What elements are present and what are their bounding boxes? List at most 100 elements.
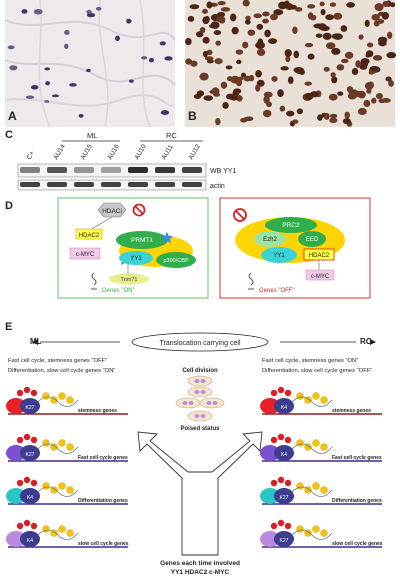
nucleus-b	[204, 56, 214, 61]
p300-blob	[156, 252, 196, 268]
nucleus-a	[160, 110, 170, 116]
nucleus-b	[269, 13, 278, 21]
eed-label: EED	[306, 237, 319, 243]
nucleus-b	[189, 4, 200, 10]
nucleus-b	[366, 42, 374, 48]
rc-title: RC	[360, 337, 372, 346]
group-rc-label: RC	[166, 131, 177, 140]
nucleus-b	[215, 117, 221, 126]
nucleus-b	[329, 117, 338, 123]
nucleus-b	[236, 95, 243, 102]
nucleus-b	[357, 107, 367, 115]
yy1-blob-right	[261, 247, 297, 263]
cell-nucleus	[200, 414, 206, 418]
nucleus-b	[330, 72, 336, 78]
nucleus-b	[215, 40, 221, 46]
translocation-cell-ellipse	[131, 332, 269, 352]
nucleus-b	[210, 21, 220, 29]
acetyl-mark	[312, 525, 320, 533]
nucleus-b	[358, 34, 364, 40]
methyl-mark	[277, 476, 285, 484]
nucleus-b	[220, 81, 228, 89]
nucleus-b	[247, 29, 256, 36]
nucleus-b	[229, 13, 237, 22]
gene-row-label: stemness genes	[332, 408, 371, 414]
histone-mark-label: K4	[281, 452, 287, 458]
methyl-mark	[30, 479, 38, 487]
nucleus-a	[64, 43, 69, 49]
lane-label: AU16	[107, 143, 121, 161]
actin-band	[47, 182, 67, 187]
lane-label: C+	[26, 150, 36, 161]
ml-line-1: Fast cell cycle, stemness genes "OFF"	[8, 358, 107, 364]
hdaci-label: HDACi	[102, 208, 122, 215]
nucleus-b	[381, 12, 390, 20]
acetyl-mark	[304, 529, 312, 537]
nucleus-b	[359, 64, 368, 70]
nucleosome-icon	[6, 488, 26, 504]
genes-on-diagram: HDACi HDAC2 PRMT1 c-MYC YY1 p300/CBP Tri…	[57, 197, 209, 299]
nucleus-b	[199, 27, 206, 34]
panel-d-label: D	[5, 200, 13, 212]
gene-row-label: slow cell cycle genes	[78, 541, 129, 547]
nucleus-b	[387, 31, 393, 39]
methyl-mark	[277, 519, 285, 527]
nucleus-a	[86, 68, 91, 73]
nucleus-b	[279, 105, 286, 112]
nucleus-b	[202, 8, 208, 14]
nucleus-b	[255, 84, 261, 92]
nucleus-b	[363, 99, 371, 108]
nucleus-a	[7, 45, 15, 50]
actin-band	[74, 182, 94, 187]
acetyl-mark	[50, 443, 58, 451]
nucleus-a	[30, 85, 39, 90]
nucleus-b	[280, 66, 289, 71]
nucleus-b	[319, 25, 330, 32]
nucleus-b	[344, 51, 354, 59]
nucleosome-icon	[260, 398, 280, 414]
lane-label: AU11	[161, 144, 175, 161]
hdac2-box	[75, 228, 103, 240]
histone-core-icon	[274, 398, 294, 414]
nucleus-b	[307, 53, 315, 60]
nucleus-b	[364, 82, 374, 90]
inhibit-icon-right	[233, 208, 247, 222]
nucleus-b	[255, 41, 266, 49]
methyl-mark	[30, 389, 38, 397]
nucleus-b	[381, 97, 391, 103]
panel-b-micrograph: B	[185, 0, 397, 127]
acetyl-mark	[312, 439, 320, 447]
panel-d: D HDACi HDAC2 PRMT1 c-MYC YY1 p300/CBP	[5, 197, 371, 299]
nucleus-b	[220, 7, 231, 12]
nucleus-b	[262, 11, 270, 17]
bottom-line-1: Genes each time involved	[160, 560, 240, 567]
nucleus-b	[323, 66, 330, 72]
nucleus-b	[217, 0, 226, 6]
histone-core-icon	[274, 488, 294, 504]
nucleus-b	[304, 81, 312, 86]
nucleus-b	[213, 30, 222, 36]
nucleosome-icon	[260, 445, 280, 461]
nucleus-b	[287, 76, 294, 84]
methyl-mark	[284, 389, 292, 397]
histone-core-icon	[20, 531, 40, 547]
methyl-mark	[16, 522, 24, 530]
prmt1-label: PRMT1	[131, 237, 153, 244]
nucleus-b	[243, 75, 252, 82]
nucleus-b	[190, 60, 198, 67]
row-label-actin: actin	[210, 183, 225, 190]
methyl-mark	[16, 389, 24, 397]
actin-band	[155, 182, 175, 187]
yy1-band	[101, 167, 121, 173]
prc2-label: PRC2	[282, 222, 300, 229]
nucleus-b	[377, 18, 385, 24]
nucleus-a	[86, 9, 92, 15]
hdac2-label: HDAC2	[79, 233, 100, 239]
nucleus-b	[388, 80, 394, 87]
inhibit-icon	[132, 203, 146, 217]
nucleus-a	[148, 57, 155, 63]
nucleus-a	[44, 100, 50, 103]
